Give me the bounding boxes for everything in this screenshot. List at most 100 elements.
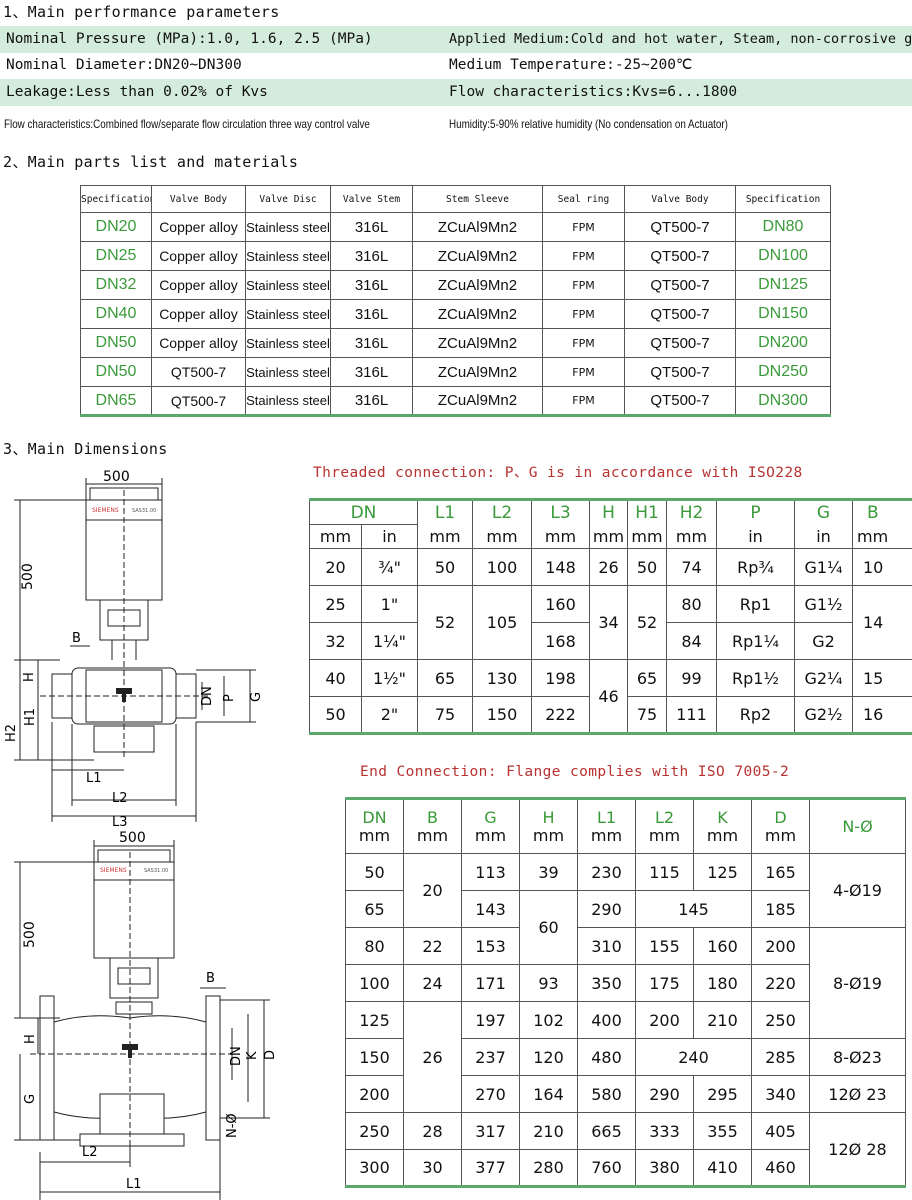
flange-cell: 164 bbox=[519, 1075, 578, 1113]
parts-cell: ZCuAl9Mn2 bbox=[412, 270, 543, 300]
parts-cell: DN32 bbox=[80, 270, 152, 300]
section-title-params: 1、Main performance parameters bbox=[3, 3, 280, 21]
parts-cell: FPM bbox=[542, 328, 625, 358]
dim-label: DN bbox=[229, 1046, 244, 1066]
flange-header: N-Ø bbox=[809, 798, 906, 854]
flange-cell: 480 bbox=[577, 1038, 636, 1076]
table-row: 50 2" 75 150 222 75 111 Rp2 G2½ 16 bbox=[309, 696, 912, 734]
flange-cell: 350 bbox=[577, 964, 636, 1002]
table-row: 80 22 153 310 155 160 200 8-Ø19 bbox=[345, 927, 906, 1039]
parts-cell: DN300 bbox=[735, 386, 831, 416]
table-row: 40 1½" 65 130 198 46 65 99 Rp1½ G2¼ 15 bbox=[309, 659, 912, 734]
threaded-cell: 26 bbox=[589, 548, 628, 586]
dim-label: G bbox=[249, 692, 264, 702]
parts-cell: ZCuAl9Mn2 bbox=[412, 299, 543, 329]
flange-cell: 380 bbox=[635, 1149, 694, 1187]
threaded-cell: 80 bbox=[666, 585, 717, 623]
parts-cell: 316L bbox=[330, 328, 413, 358]
parts-cell: Stainless steel bbox=[245, 270, 331, 300]
flange-header-unit: mm bbox=[416, 825, 449, 845]
parts-cell: Copper alloy bbox=[151, 328, 246, 358]
flange-cell: 250 bbox=[345, 1112, 404, 1150]
parts-header: Valve Body bbox=[624, 185, 736, 213]
dim-label: K bbox=[245, 1051, 260, 1060]
flange-cell: 220 bbox=[751, 964, 810, 1002]
parts-cell: ZCuAl9Mn2 bbox=[412, 386, 543, 416]
threaded-unit: in bbox=[716, 524, 795, 549]
flange-cell: 153 bbox=[461, 927, 520, 965]
flange-header-name: DN bbox=[362, 807, 387, 827]
flange-header-unit: mm bbox=[358, 825, 391, 845]
threaded-cell: 14 bbox=[852, 585, 912, 660]
flange-cell: 300 bbox=[345, 1149, 404, 1187]
flange-cell: 65 bbox=[345, 890, 404, 928]
flange-cell: 120 bbox=[519, 1038, 578, 1076]
threaded-cell: 52 bbox=[417, 585, 473, 660]
flange-cell: 113 bbox=[461, 853, 520, 891]
flange-cell: 377 bbox=[461, 1149, 520, 1187]
flange-header-unit: mm bbox=[590, 825, 623, 845]
parts-cell: DN250 bbox=[735, 357, 831, 387]
height-label: 500 bbox=[22, 921, 38, 948]
parts-cell: 316L bbox=[330, 357, 413, 387]
threaded-caption: Threaded connection: P、G is in accordanc… bbox=[313, 465, 803, 481]
parts-cell: ZCuAl9Mn2 bbox=[412, 328, 543, 358]
flange-header-name: N-Ø bbox=[842, 816, 873, 836]
dim-label: H2 bbox=[4, 724, 19, 742]
parts-cell: Copper alloy bbox=[151, 270, 246, 300]
flange-cell: 230 bbox=[577, 853, 636, 891]
parts-cell: ZCuAl9Mn2 bbox=[412, 212, 543, 242]
parts-cell: QT500-7 bbox=[624, 241, 736, 271]
parts-cell: Stainless steel bbox=[245, 299, 331, 329]
threaded-valve-drawing: 500 SIEMENS SAS31.00 500 B H H2 H1 DN P … bbox=[4, 469, 264, 830]
threaded-unit: mm bbox=[309, 524, 362, 549]
flange-cell: 102 bbox=[519, 1001, 578, 1039]
parts-cell: DN40 bbox=[80, 299, 152, 329]
flange-cell: 200 bbox=[751, 927, 810, 965]
threaded-cell: 168 bbox=[531, 622, 590, 660]
flange-cell: 125 bbox=[345, 1001, 404, 1039]
dim-label: D bbox=[263, 1050, 278, 1060]
parts-cell: ZCuAl9Mn2 bbox=[412, 357, 543, 387]
flange-cell: 4-Ø19 bbox=[809, 853, 906, 928]
flange-header-name: D bbox=[774, 807, 787, 827]
flange-cell: 185 bbox=[751, 890, 810, 928]
flange-cell: 28 bbox=[403, 1112, 462, 1150]
threaded-cell: Rp2 bbox=[716, 696, 795, 734]
table-row: 32 1¼" 168 84 Rp1¼ G2 bbox=[309, 622, 912, 660]
parts-cell: Stainless steel bbox=[245, 357, 331, 387]
flange-cell: 100 bbox=[345, 964, 404, 1002]
flange-cell: 80 bbox=[345, 927, 404, 965]
flange-cell: 200 bbox=[635, 1001, 694, 1039]
flange-header-unit: mm bbox=[532, 825, 565, 845]
parts-cell: DN25 bbox=[80, 241, 152, 271]
flange-cell: 250 bbox=[751, 1001, 810, 1039]
parts-cell: 316L bbox=[330, 270, 413, 300]
threaded-cell: 222 bbox=[531, 696, 590, 734]
threaded-unit: mm bbox=[472, 524, 532, 549]
actuator-cap bbox=[97, 849, 171, 863]
parts-header: Valve Disc bbox=[245, 185, 331, 213]
table-row: 20 ¾" 50 100 148 26 50 74 Rp¾ G1¼ 10 bbox=[309, 548, 912, 586]
threaded-unit: mm bbox=[589, 524, 628, 549]
threaded-cell: ¾" bbox=[361, 548, 418, 586]
actuator-model: SAS31.00 bbox=[144, 868, 168, 874]
threaded-unit: mm bbox=[627, 524, 667, 549]
threaded-unit: in bbox=[794, 524, 853, 549]
parts-cell: DN65 bbox=[80, 386, 152, 416]
flange-header-name: B bbox=[427, 807, 438, 827]
flange-cell: 175 bbox=[635, 964, 694, 1002]
flange-cell: 115 bbox=[635, 853, 694, 891]
flange-header-name: K bbox=[717, 807, 728, 827]
flange-cell: 30 bbox=[403, 1149, 462, 1187]
parts-cell: DN125 bbox=[735, 270, 831, 300]
flange-header-unit: mm bbox=[706, 825, 739, 845]
